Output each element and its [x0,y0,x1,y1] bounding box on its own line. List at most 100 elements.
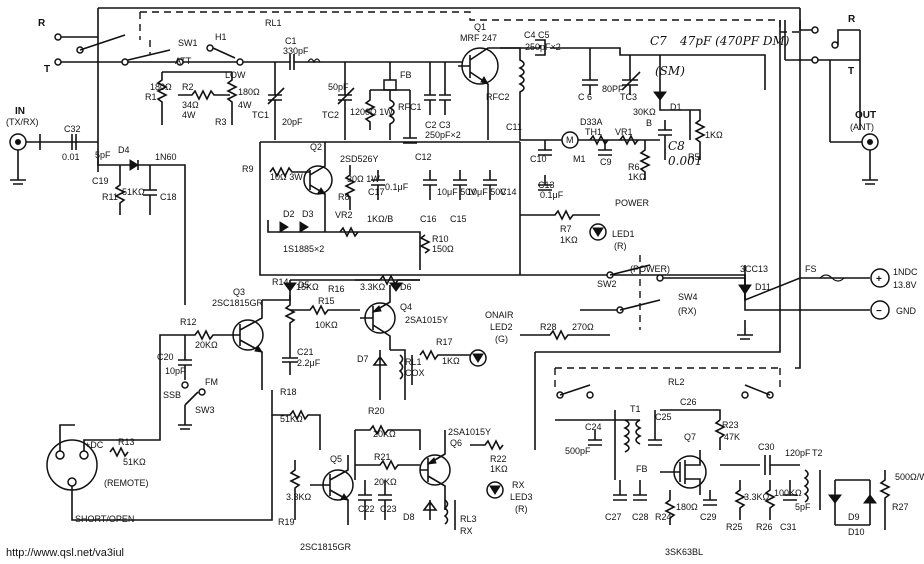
transistor-q2 [300,142,333,220]
label-plus: + [876,274,882,285]
label-vr1-val: 30KΩ [633,107,656,117]
label-tc2-val: 50pF [328,82,349,92]
label-r3-val: 180Ω [238,87,260,97]
label-low: LOW [225,70,246,80]
label-r27-val: 500Ω/W [895,472,924,482]
label-led2: LED2 [490,322,513,332]
meter-m1-symbol: M [566,135,574,145]
label-cc13: 3CC13 [740,264,768,274]
label-r2-w: 4W [182,110,196,120]
label-c19: C19 [92,176,109,186]
label-r11-val: 51KΩ [122,187,145,197]
label-out: OUT [855,110,876,121]
label-d4-type: 1N60 [155,152,177,162]
label-rfc2: RFC2 [486,92,510,102]
attenuator-network [156,71,238,125]
label-c28: C28 [632,512,649,522]
label-c9: C9 [600,157,612,167]
label-c17-val: 0.1μF [385,182,409,192]
label-sw1: SW1 [178,38,198,48]
label-r22-val: 1KΩ [490,464,508,474]
transistor-q4 [360,285,396,350]
label-q7: Q7 [684,432,696,442]
label-q1-type: MRF 247 [460,33,497,43]
switch-sw1 [121,40,244,66]
label-c16: C16 [420,214,437,224]
label-c8-val: 0.001 [668,154,702,168]
label-c1: C1 [285,36,297,46]
label-fb: FB [400,70,412,80]
label-q2-type: 2SD526Y [340,154,379,164]
label-r15-val: 10KΩ [315,320,338,330]
label-led1: LED1 [612,229,635,239]
label-att: ATT [175,56,192,66]
label-q4: Q4 [400,302,412,312]
label-c21-val: 2.2μF [297,358,321,368]
label-c15: C15 [450,214,467,224]
label-in: IN [15,106,25,117]
label-r2-val: 34Ω [182,100,199,110]
label-rx-led: RX [512,480,525,490]
label-r22: R22 [490,454,507,464]
label-c17: C17 [368,187,385,197]
label-vr2-val: 1KΩ/B [367,214,393,224]
label-c27: C27 [605,512,622,522]
label-tc3: TC3 [620,92,637,102]
label-rl1-bottom: RL1 [405,357,422,367]
label-r1: R1 [145,92,157,102]
label-sw3: SW3 [195,405,215,415]
label-r3: R3 [215,117,227,127]
label-short-open: SHORT/OPEN [75,514,134,524]
label-rl3: RL3 [460,514,477,524]
label-c4c5-val: 250pF×2 [525,42,561,52]
label-out-sub: (ANT) [850,122,874,132]
label-c13: C13 [538,180,555,190]
label-power: POWER [615,198,650,208]
label-r17-val: 1KΩ [442,356,460,366]
label-r25: R25 [726,522,743,532]
relay-rl1-contacts [54,7,860,142]
label-c1-val: 330pF [283,46,309,56]
label-c30: C30 [758,442,775,452]
label-rx-sw: (RX) [678,306,697,316]
label-d5: D5 [298,280,310,290]
label-c20-val: 10pF [165,366,186,376]
label-fm: FM [205,377,218,387]
label-gnd: GND [896,306,917,316]
label-t1: T1 [630,404,641,414]
label-c6-val: 80PF [602,84,624,94]
label-h1: H1 [215,32,227,42]
label-r19: R19 [278,517,295,527]
label-sw4: SW4 [678,292,698,302]
label-d4: D4 [118,145,130,155]
label-cox: COX [405,368,425,378]
led3 [486,481,504,499]
label-d33a: D33A [580,117,603,127]
label-c23: C23 [380,504,397,514]
label-c14: C14 [500,187,517,197]
label-r28-val: 270Ω [572,322,594,332]
label-r8: R8 [338,192,350,202]
label-in-sub: (TX/RX) [6,117,39,127]
label-r19-val: 3.3KΩ [286,492,312,502]
label-q6-type: 2SA1015Y [448,427,491,437]
label-tc1-val: 20pF [282,117,303,127]
label-q7-type: 3SK63BL [665,547,703,557]
label-q4-type: 2SA1015Y [405,315,448,325]
footer-url: http://www.qsl.net/va3iul [6,547,124,559]
label-m1: M1 [573,154,586,164]
label-r1-val: 180Ω [150,82,172,92]
label-r9-val: 10Ω 3W [270,172,303,182]
label-r23-val: 47K [724,432,740,442]
label-c8: C8 [668,139,685,153]
label-r16: R16 [328,284,345,294]
label-c13-val: 0.1μF [540,190,564,200]
label-r26-val: 100KΩ [774,488,802,498]
label-dc: +DC [85,440,104,450]
label-c21: C21 [297,347,314,357]
led2 [469,349,487,367]
label-r21: R21 [374,452,391,462]
label-c12: C12 [415,152,432,162]
label-c26: C26 [680,397,697,407]
